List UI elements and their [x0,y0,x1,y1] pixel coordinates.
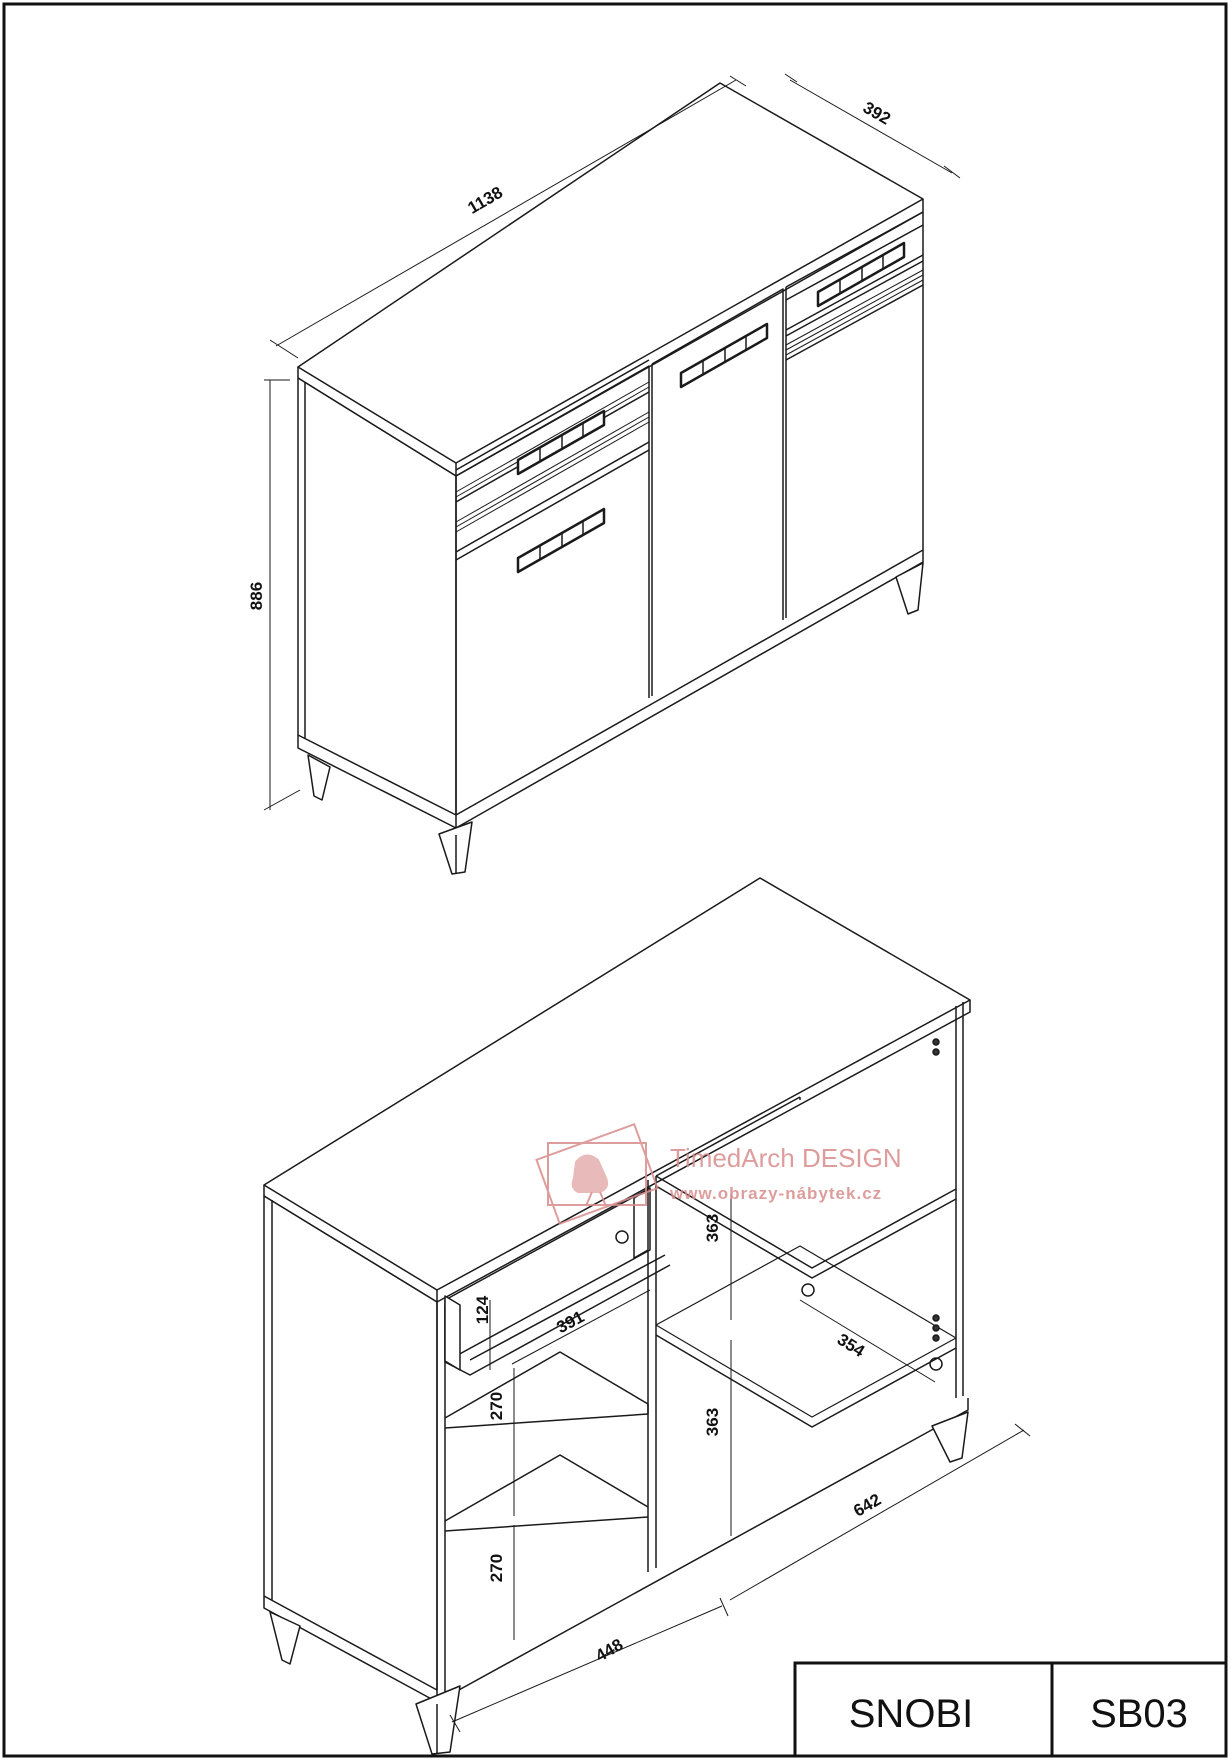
watermark-brand: TimedArch DESIGN [670,1143,902,1173]
dim-depth: 392 [860,98,894,129]
leg [307,754,331,801]
title-block: SNOBI SB03 [793,1661,1228,1758]
closed-sideboard-view [297,82,924,875]
dim-shelf-right-upper: 363 [703,1214,722,1242]
dimension-lines-top [263,73,961,811]
dim-left-compartment-width: 448 [592,1635,626,1666]
leg [269,1611,301,1665]
door-handle [516,507,606,574]
dim-shelf-left-lower: 270 [487,1554,506,1582]
watermark-logo [535,1122,659,1226]
title-block-frame [793,1661,1228,1758]
product-name: SNOBI [849,1692,973,1736]
drawer-handle [516,409,606,476]
dim-inner-depth: 354 [834,1330,869,1361]
watermark: TimedArch DESIGN www.obrazy-nábytek.cz [535,1122,902,1226]
watermark-url: www.obrazy-nábytek.cz [669,1184,882,1203]
dim-drawer-height: 124 [473,1295,492,1324]
leg [931,1411,969,1463]
dim-height: 886 [247,582,266,610]
dim-shelf-right-lower: 363 [703,1408,722,1436]
dim-right-compartment-width: 642 [850,1490,884,1521]
leg [895,562,924,615]
dim-width: 1138 [465,183,506,218]
product-code: SB03 [1090,1692,1188,1736]
door-handle [679,322,769,389]
leg [415,1685,461,1755]
dimension-lines-bottom [449,1194,1031,1733]
drawer-handle [816,241,906,308]
open-sideboard-view [263,877,971,1755]
dim-shelf-left-upper: 270 [487,1392,506,1420]
leg [438,821,473,875]
